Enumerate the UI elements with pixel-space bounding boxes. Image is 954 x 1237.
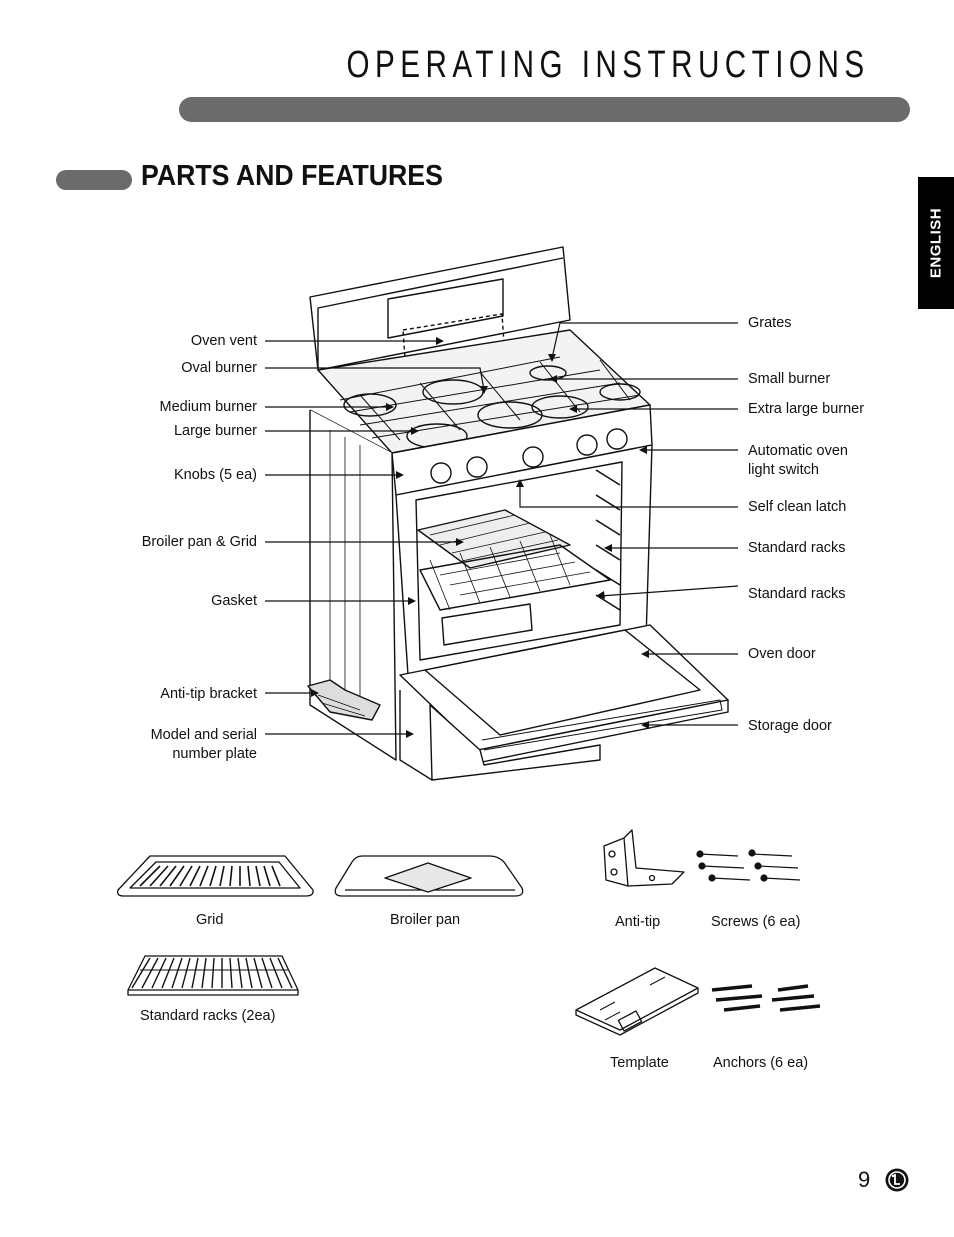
language-tab: ENGLISH <box>918 177 954 309</box>
callout-model-serial-line2: number plate <box>172 746 257 762</box>
callout-large-burner: Large burner <box>173 423 257 439</box>
callout-broiler-pan-grid: Broiler pan & Grid <box>141 534 257 550</box>
caption-anchors: Anchors (6 ea) <box>713 1055 809 1071</box>
callout-knobs: Knobs (5 ea) <box>173 467 257 483</box>
broiler-pan-image <box>334 855 524 897</box>
callout-auto-light-line1: Automatic oven <box>748 443 848 459</box>
page-number: 9 <box>858 1167 871 1192</box>
callout-self-clean-latch: Self clean latch <box>748 499 847 515</box>
page-header-title: OPERATING INSTRUCTIONS <box>346 44 870 86</box>
callout-extra-large-burner: Extra large burner <box>748 401 865 417</box>
anti-tip-image <box>603 829 685 887</box>
callout-oven-door: Oven door <box>748 646 816 662</box>
section-pill <box>56 170 132 190</box>
callout-oven-vent: Oven vent <box>190 333 257 349</box>
callout-auto-light-line2: light switch <box>748 462 819 478</box>
callout-medium-burner: Medium burner <box>159 399 257 415</box>
grid-image <box>116 855 314 897</box>
callout-anti-tip-bracket: Anti-tip bracket <box>160 686 257 702</box>
caption-standard-racks: Standard racks (2ea) <box>140 1008 276 1024</box>
caption-template: Template <box>610 1055 669 1071</box>
standard-rack-image <box>127 955 299 996</box>
lg-logo <box>885 1168 909 1192</box>
callout-oval-burner: Oval burner <box>181 360 257 376</box>
header-bar <box>179 97 910 122</box>
section-title: PARTS AND FEATURES <box>141 160 443 192</box>
caption-grid: Grid <box>196 912 224 928</box>
anchors-image <box>711 984 821 1012</box>
callout-small-burner: Small burner <box>748 371 831 387</box>
template-image <box>575 967 699 1036</box>
callout-storage-door: Storage door <box>748 718 832 734</box>
callout-gasket: Gasket <box>211 593 257 609</box>
caption-screws: Screws (6 ea) <box>711 914 801 930</box>
callout-standard-racks-2: Standard racks <box>748 586 846 602</box>
screws-image <box>696 849 801 882</box>
callout-standard-racks-1: Standard racks <box>748 540 846 556</box>
callout-grates: Grates <box>748 315 792 331</box>
callout-model-serial-line1: Model and serial <box>150 727 257 743</box>
caption-anti-tip: Anti-tip <box>615 914 661 930</box>
caption-broiler-pan: Broiler pan <box>390 912 461 928</box>
